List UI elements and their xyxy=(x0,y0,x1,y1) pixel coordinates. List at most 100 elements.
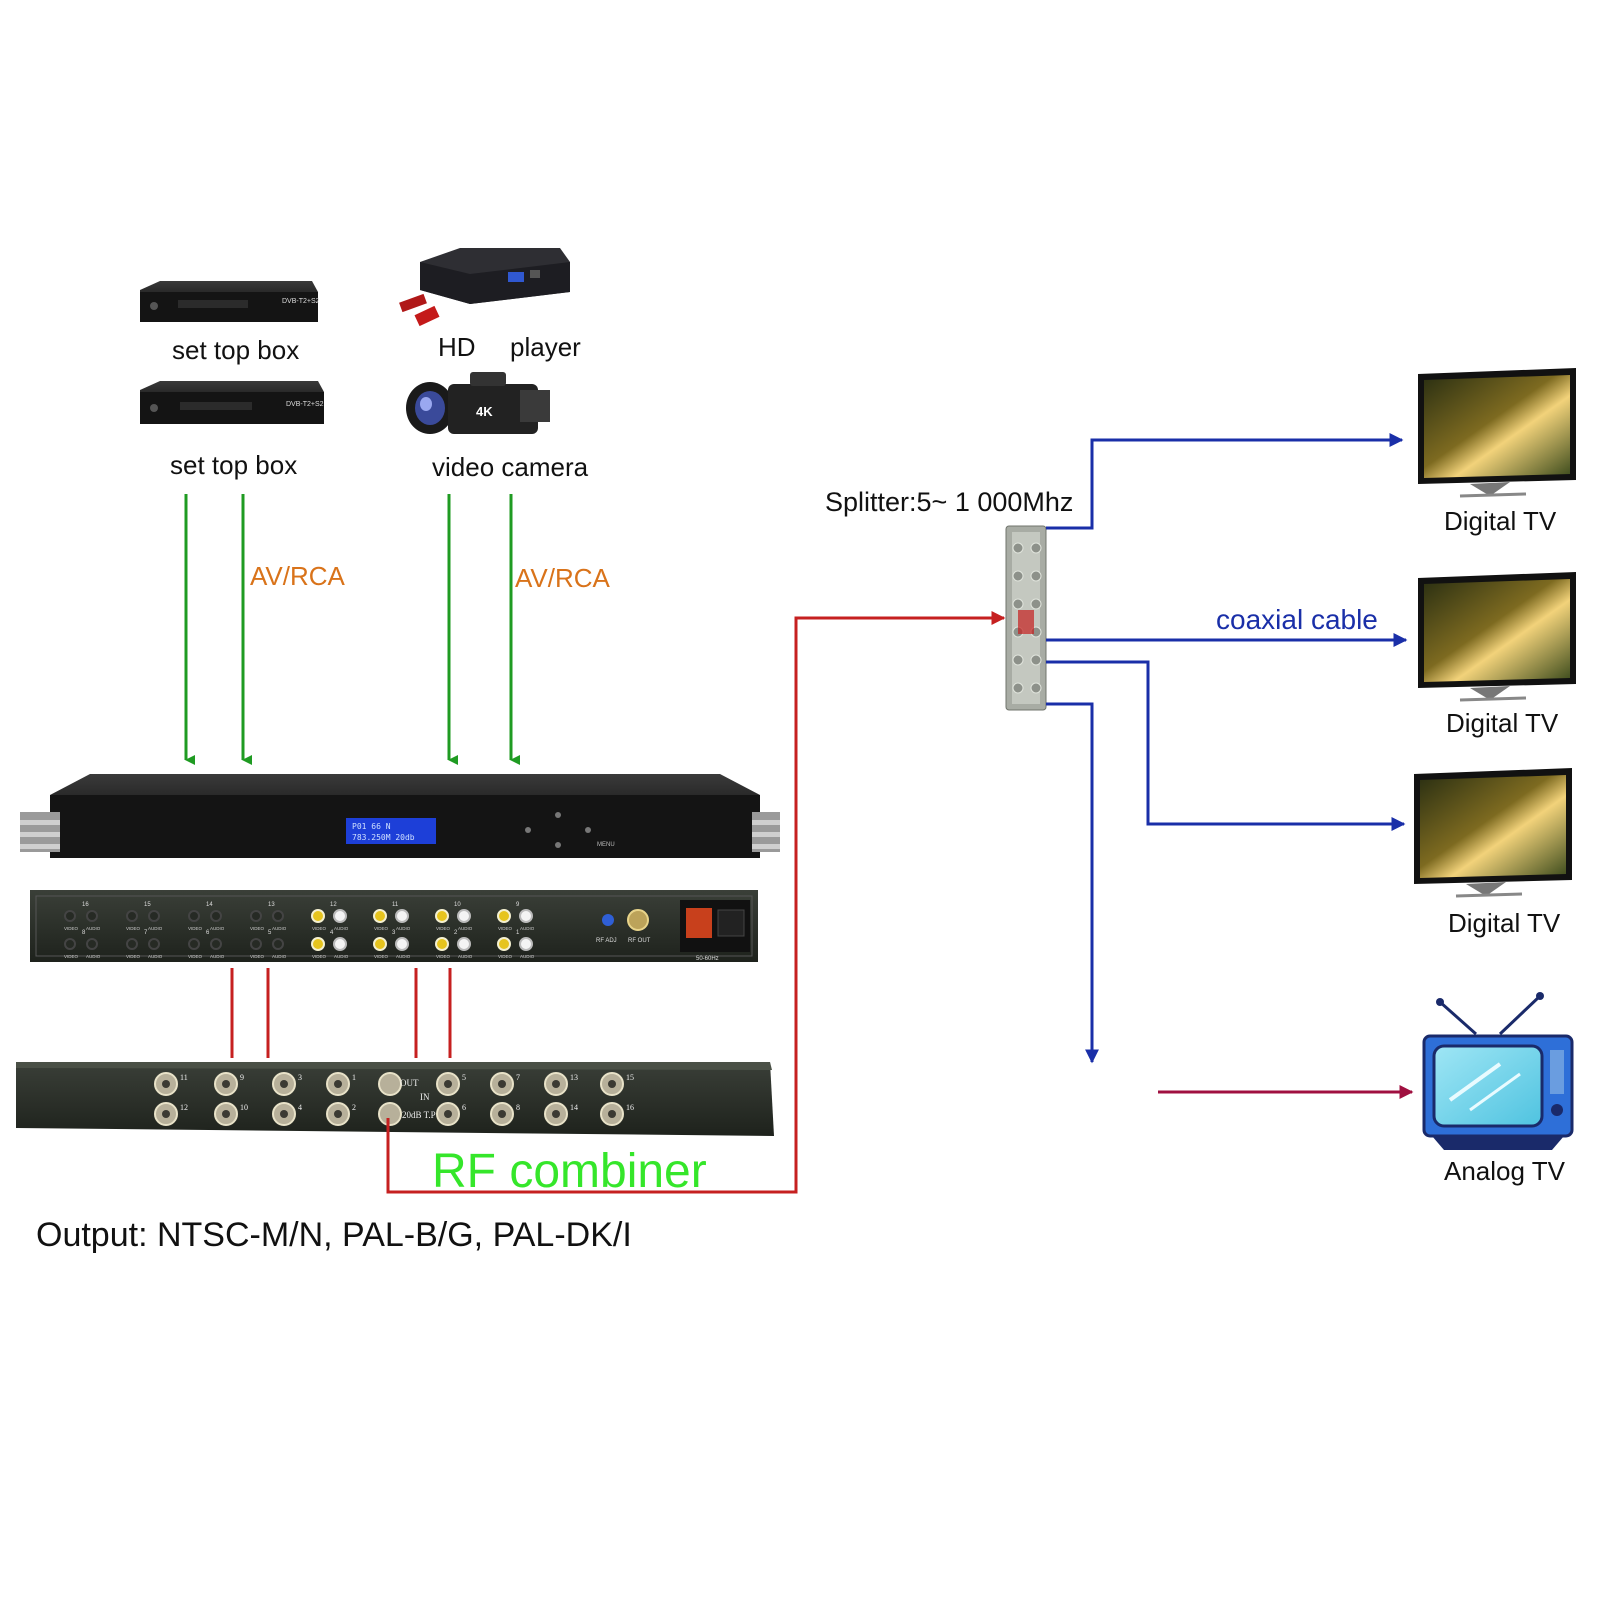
set-top-box-2: DVB-T2+S2 xyxy=(140,381,324,424)
audio-jack xyxy=(210,910,222,922)
splitter-port xyxy=(1030,654,1042,666)
splitter-port xyxy=(1030,570,1042,582)
combiner-out-label: OUT xyxy=(400,1078,419,1088)
camera-4k-badge: 4K xyxy=(476,404,493,419)
video-jack xyxy=(64,910,76,922)
splitter-port xyxy=(1030,598,1042,610)
audio-jack xyxy=(210,938,222,950)
audio-label: AUDIO xyxy=(272,926,287,931)
coax-lines xyxy=(1046,433,1408,1064)
modulator-front-panel: P01 66 N 783.250M 20db MENU xyxy=(20,774,780,858)
audio-label: AUDIO xyxy=(148,926,163,931)
port-number: 6 xyxy=(462,1103,466,1112)
channel-number: 4 xyxy=(330,930,334,936)
f-connector-core xyxy=(498,1110,506,1118)
splitter-port xyxy=(1012,654,1024,666)
audio-label: AUDIO xyxy=(458,954,473,959)
video-label: VIDEO xyxy=(374,954,389,959)
channel-number: 11 xyxy=(392,902,399,908)
port-number: 15 xyxy=(626,1073,634,1082)
splitter-port xyxy=(1012,682,1024,694)
output-standards: Output: NTSC-M/N, PAL-B/G, PAL-DK/I xyxy=(36,1216,632,1254)
channel-number: 6 xyxy=(206,930,210,936)
channel-number: 5 xyxy=(268,930,272,936)
stb-model-text-2: DVB-T2+S2 xyxy=(286,401,324,408)
f-connector-core xyxy=(608,1110,616,1118)
video-label: VIDEO xyxy=(64,954,79,959)
video-camera: 4K xyxy=(406,372,550,434)
audio-jack xyxy=(86,938,98,950)
video-label: VIDEO xyxy=(374,926,389,931)
out-connector xyxy=(378,1072,402,1096)
audio-label: AUDIO xyxy=(396,954,411,959)
digital-tv-2-label: Digital TV xyxy=(1446,708,1559,738)
port-number: 16 xyxy=(626,1103,634,1112)
f-connector-core xyxy=(162,1080,170,1088)
port-number: 4 xyxy=(298,1103,302,1112)
rf-links xyxy=(230,968,452,1058)
player-label: player xyxy=(510,332,581,362)
f-connector-core xyxy=(334,1080,342,1088)
port-number: 1 xyxy=(352,1073,356,1082)
lcd-line-1: P01 66 N xyxy=(352,822,391,831)
audio-label: AUDIO xyxy=(210,926,225,931)
hd-label: HD xyxy=(438,332,476,362)
rf-out-connector xyxy=(627,909,649,931)
port-number: 10 xyxy=(240,1103,248,1112)
av-rca-label-right: AV/RCA xyxy=(515,563,610,593)
channel-number: 1 xyxy=(516,930,520,936)
av-rca-label-left: AV/RCA xyxy=(250,561,345,591)
port-number: 8 xyxy=(516,1103,520,1112)
video-label: VIDEO xyxy=(436,926,451,931)
video-jack xyxy=(126,910,138,922)
video-jack xyxy=(373,937,387,951)
audio-label: AUDIO xyxy=(458,926,473,931)
digital-tv-3-label: Digital TV xyxy=(1448,908,1561,938)
channel-number: 7 xyxy=(144,930,148,936)
analog-tv-label: Analog TV xyxy=(1444,1156,1565,1186)
rf-out-label: RF OUT xyxy=(628,938,651,944)
f-connector-core xyxy=(162,1110,170,1118)
button-down xyxy=(555,842,561,848)
video-jack xyxy=(126,938,138,950)
f-connector-core xyxy=(222,1080,230,1088)
video-jack xyxy=(497,937,511,951)
video-jack xyxy=(435,909,449,923)
hd-player xyxy=(399,248,570,327)
audio-jack xyxy=(333,937,347,951)
splitter-port xyxy=(1012,570,1024,582)
f-connector-core xyxy=(552,1080,560,1088)
channel-number: 13 xyxy=(268,902,275,908)
coax-to-tv-3 xyxy=(1046,660,1406,831)
audio-jack xyxy=(148,938,160,950)
stb-model-text: DVB-T2+S2 xyxy=(282,298,320,305)
audio-jack xyxy=(272,938,284,950)
f-connector-core xyxy=(552,1110,560,1118)
combiner-in-label: IN xyxy=(420,1092,430,1102)
splitter-device xyxy=(1005,525,1047,711)
channel-number: 2 xyxy=(454,930,458,936)
video-jack xyxy=(435,937,449,951)
channel-number: 16 xyxy=(82,902,89,908)
video-label: VIDEO xyxy=(436,954,451,959)
digital-tv-1-label: Digital TV xyxy=(1444,506,1557,536)
audio-label: AUDIO xyxy=(520,926,535,931)
port-number: 12 xyxy=(180,1103,188,1112)
audio-jack xyxy=(519,909,533,923)
port-number: 7 xyxy=(516,1073,520,1082)
av-connections xyxy=(184,494,520,765)
channel-number: 8 xyxy=(82,930,86,936)
button-right xyxy=(585,827,591,833)
audio-label: AUDIO xyxy=(86,954,101,959)
lcd-display xyxy=(346,818,436,844)
video-label: VIDEO xyxy=(250,954,265,959)
f-connector-core xyxy=(280,1080,288,1088)
f-connector-core xyxy=(280,1110,288,1118)
digital-tv-1 xyxy=(1418,368,1576,498)
video-label: VIDEO xyxy=(64,926,79,931)
coaxial-cable-label: coaxial cable xyxy=(1216,604,1378,635)
video-label: VIDEO xyxy=(312,954,327,959)
audio-jack xyxy=(86,910,98,922)
video-label: VIDEO xyxy=(498,954,513,959)
